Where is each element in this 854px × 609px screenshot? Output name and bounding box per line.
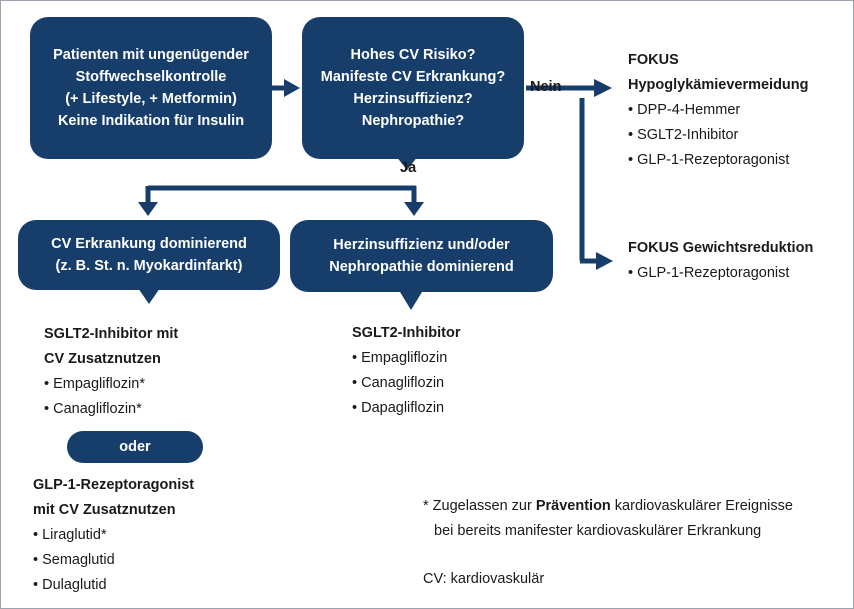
arrowhead-focus-hypo — [594, 79, 612, 97]
label-ja: Ja — [400, 160, 417, 176]
sglt2-cv-subtitle: CV Zusatznutzen — [44, 351, 161, 367]
list-item: • SGLT2-Inhibitor — [628, 127, 739, 143]
glp1-cv-section: GLP-1-Rezeptoragonist mit CV Zusatznutze… — [33, 473, 194, 598]
list-item: • Canagliflozin — [352, 375, 445, 391]
box-line: Herzinsuffizienz und/oder — [333, 237, 510, 253]
box-line: Hohes CV Risiko? — [350, 47, 476, 63]
cv-box-pointer — [138, 288, 160, 304]
cv-disease-box: CV Erkrankung dominierend (z. B. St. n. … — [18, 220, 280, 290]
box-line: CV Erkrankung dominierend — [51, 236, 247, 252]
glp1-cv-subtitle: mit CV Zusatznutzen — [33, 502, 176, 518]
arrowhead-cv-box — [138, 202, 158, 216]
list-item: • GLP-1-Rezeptoragonist — [628, 265, 790, 281]
list-item: • Dapagliflozin — [352, 400, 445, 416]
box-line: (z. B. St. n. Myokardinfarkt) — [55, 258, 243, 274]
label-nein: Nein — [530, 79, 562, 95]
list-item: • DPP-4-Hemmer — [628, 102, 741, 118]
or-pill: oder — [67, 431, 203, 463]
sglt2-hf-title: SGLT2-Inhibitor — [352, 325, 461, 341]
sglt2-cv-section: SGLT2-Inhibitor mit CV Zusatznutzen • Em… — [44, 322, 178, 422]
box-line: Manifeste CV Erkrankung? — [320, 69, 506, 85]
focus-hypoglycemia-section: FOKUS Hypoglykämievermeidung • DPP-4-Hem… — [628, 48, 809, 173]
footnote: * Zugelassen zur Prävention kardiovaskul… — [423, 494, 793, 544]
box-line: Nephropathie dominierend — [329, 259, 514, 275]
list-item: • Liraglutid* — [33, 527, 107, 543]
hf-nephropathy-box: Herzinsuffizienz und/oder Nephropathie d… — [290, 220, 553, 292]
footnote-rest: kardiovaskulärer Ereignisse — [610, 498, 793, 514]
list-item: • Dulaglutid — [33, 577, 107, 593]
list-item: • Canagliflozin* — [44, 401, 142, 417]
arrowhead-start-to-question — [284, 79, 300, 97]
focus-hypo-subtitle: Hypoglykämievermeidung — [628, 77, 809, 93]
list-item: • Empagliflozin* — [44, 376, 145, 392]
list-item: • Empagliflozin — [352, 350, 448, 366]
risk-question-box: Hohes CV Risiko? Manifeste CV Erkrankung… — [302, 17, 524, 159]
focus-weight-title: FOKUS Gewichtsreduktion — [628, 240, 814, 256]
patient-condition-box: Patienten mit ungenügender Stoffwechselk… — [30, 17, 272, 159]
box-line: Herzinsuffizienz? — [353, 91, 473, 107]
list-item: • GLP-1-Rezeptoragonist — [628, 152, 790, 168]
question-pointer — [396, 156, 418, 170]
focus-hypo-title: FOKUS — [628, 52, 679, 68]
arrowhead-focus-weight — [596, 252, 613, 270]
sglt2-hf-section: SGLT2-Inhibitor • Empagliflozin • Canagl… — [352, 321, 460, 421]
footnote-bold: Prävention — [535, 498, 611, 514]
box-line: (+ Lifestyle, + Metformin) — [65, 91, 237, 107]
arrowhead-hf-box — [404, 202, 424, 216]
footnote-prefix: * Zugelassen zur — [423, 498, 536, 514]
glp1-cv-title: GLP-1-Rezeptoragonist — [33, 477, 195, 493]
list-item: • Semaglutid — [33, 552, 115, 568]
sglt2-cv-title: SGLT2-Inhibitor mit — [44, 326, 179, 342]
focus-weight-section: FOKUS Gewichtsreduktion • GLP-1-Rezeptor… — [628, 236, 813, 286]
box-line: Stoffwechselkontrolle — [75, 69, 227, 85]
box-line: Patienten mit ungenügender — [53, 47, 249, 63]
hf-box-pointer — [400, 292, 422, 310]
box-line: Nephropathie? — [361, 113, 465, 129]
footnote-line-2: bei bereits manifester kardiovaskulärer … — [434, 523, 762, 539]
abbreviation-note: CV: kardiovaskulär — [423, 571, 545, 587]
box-line: Keine Indikation für Insulin — [57, 113, 245, 129]
footnote-line-1: * Zugelassen zur Prävention kardiovaskul… — [423, 494, 793, 519]
